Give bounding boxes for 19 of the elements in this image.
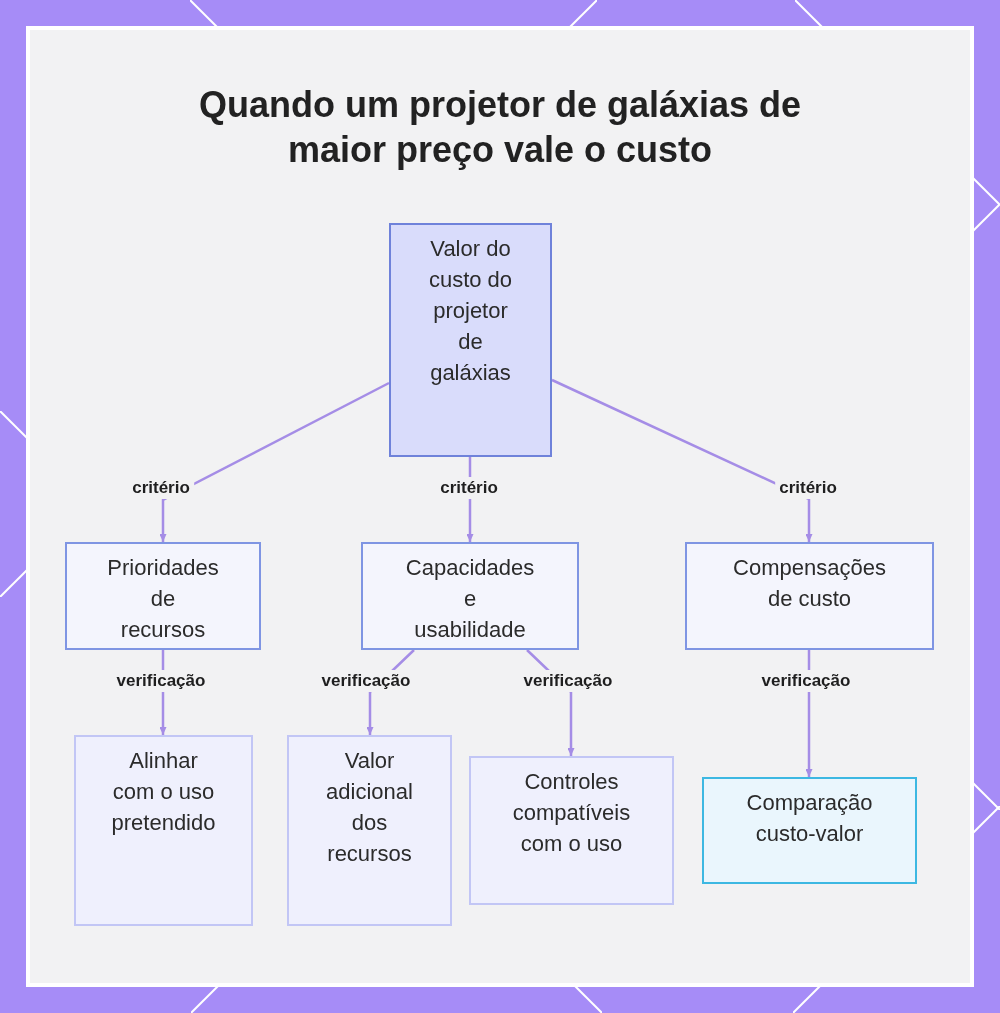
- process-box: [702, 777, 917, 884]
- process-box: [685, 542, 934, 650]
- node-label: Valor do custo do projetor de galáxias: [427, 235, 514, 387]
- node-label: Prioridades de recursos: [107, 554, 219, 644]
- node-label: Compensações de custo: [732, 554, 887, 613]
- node-label: Comparação custo-valor: [745, 789, 874, 848]
- arrow: [551, 378, 813, 542]
- node-label: Valor adicional dos recursos: [325, 747, 414, 868]
- process-box: [287, 735, 452, 926]
- node-label: Alinhar com o uso pretendido: [110, 747, 217, 837]
- process-box: [469, 756, 674, 905]
- node-label: Controles compatíveis com o uso: [511, 768, 632, 858]
- arrow: [159, 381, 390, 542]
- node-label: Capacidades e usabilidade: [405, 554, 535, 644]
- process-box: [389, 223, 552, 457]
- process-box: [65, 542, 261, 650]
- process-box: [361, 542, 579, 650]
- title: Quando um projetor de galáxias de maior preço vale o custo: [197, 83, 803, 172]
- process-box: [74, 735, 253, 926]
